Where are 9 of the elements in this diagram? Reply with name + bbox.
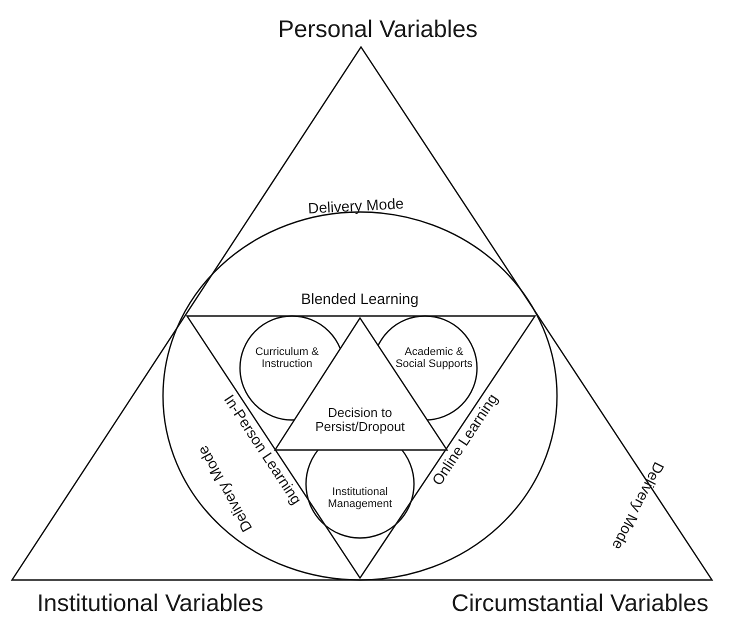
variable-label: Personal Variables (278, 17, 478, 44)
learning-mode-label: Blended Learning (301, 292, 419, 308)
variable-label: Institutional Variables (37, 591, 264, 618)
decision-label: Decision to Persist/Dropout (314, 406, 406, 434)
variable-label: Circumstantial Variables (452, 591, 708, 618)
component-label: Institutional Management (326, 486, 394, 510)
delivery-mode-label: Delivery Mode (308, 196, 404, 218)
component-label: Academic & Social Supports (394, 346, 474, 370)
component-label: Curriculum & Instruction (254, 346, 320, 370)
